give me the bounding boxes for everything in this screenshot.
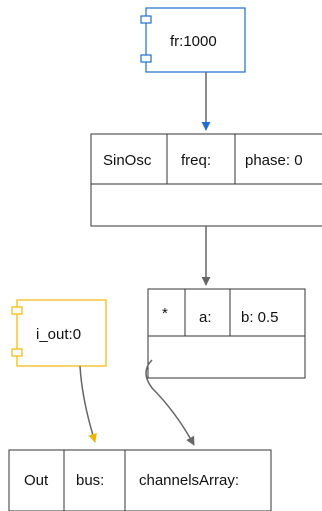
node-sinosc-freq-inlet[interactable]: freq: [181,152,211,169]
node-mul-frame [147,288,306,379]
node-iout-frame [16,299,107,367]
node-iout-port-top[interactable] [11,306,23,315]
node-sinosc-name: SinOsc [103,152,152,169]
node-mul-name: * [162,305,168,322]
node-fr-label: fr:1000 [170,33,217,50]
node-iout-port-bottom[interactable] [11,348,23,357]
edge-iout-to-bus [79,365,97,443]
node-sinosc-phase-inlet[interactable]: phase: 0 [245,152,303,169]
node-iout[interactable]: i_out:0 [11,299,107,367]
node-sinosc[interactable]: SinOsc freq: phase: 0 [90,133,322,227]
node-out-frame [8,449,272,511]
node-mul-b-inlet[interactable]: b: 0.5 [241,309,279,326]
node-mul[interactable]: * a: b: 0.5 [147,288,306,379]
node-fr-port-bottom[interactable] [140,54,152,63]
node-sinosc-frame [90,133,322,227]
node-iout-label: i_out:0 [36,326,81,343]
node-fr-frame [145,7,246,73]
node-out-channels-inlet[interactable]: channelsArray: [139,472,239,489]
node-out-name: Out [24,472,49,489]
node-out[interactable]: Out bus: channelsArray: [8,449,272,511]
node-fr[interactable]: fr:1000 [140,7,246,73]
edge-mul-to-channels [145,359,195,446]
node-mul-a-inlet[interactable]: a: [199,309,212,326]
node-out-bus-inlet[interactable]: bus: [76,472,104,489]
node-fr-port-top[interactable] [140,15,152,24]
